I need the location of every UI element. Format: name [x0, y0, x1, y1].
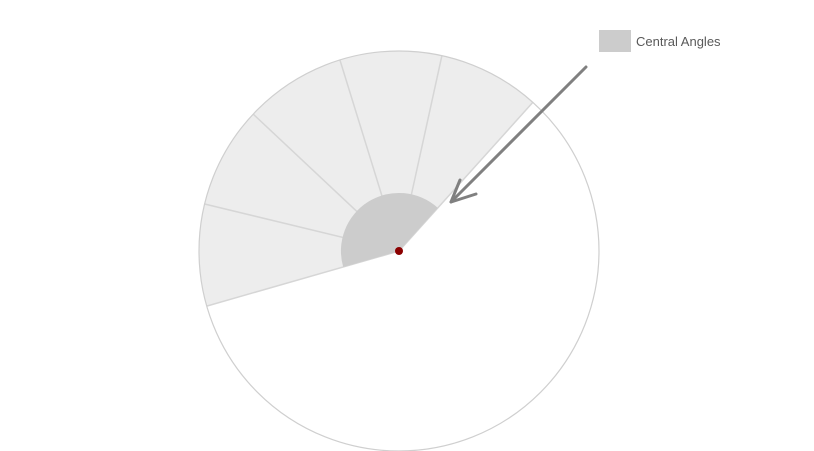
- legend-swatch: [599, 30, 631, 52]
- sector-2: [204, 114, 399, 251]
- central-angles-marker: [340, 192, 438, 267]
- center-point: [395, 247, 403, 255]
- sector-5: [399, 55, 533, 252]
- legend-label: Central Angles: [636, 33, 721, 49]
- sectors-group: [198, 51, 533, 307]
- legend: Central Angles: [599, 30, 721, 52]
- circle-outline: [198, 50, 600, 451]
- sector-1: [198, 204, 399, 307]
- radius-line-6: [398, 101, 534, 252]
- sector-4: [339, 51, 442, 251]
- sector-3: [253, 59, 399, 252]
- pointer-arrow: [449, 65, 588, 204]
